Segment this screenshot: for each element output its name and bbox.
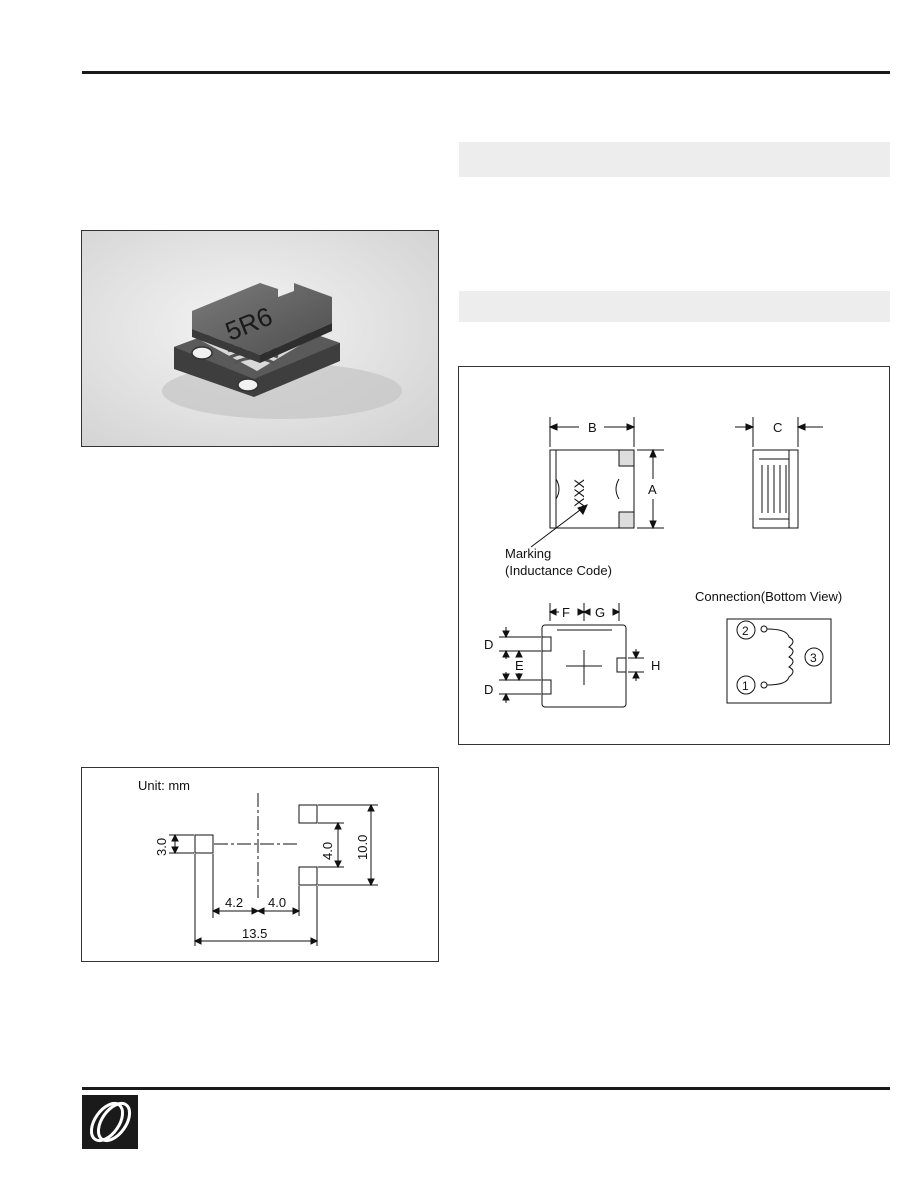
dim-left-offset-label: 4.2 [225,895,243,910]
dim-c-label: C [773,420,782,435]
logo-rings-icon [89,1101,132,1143]
marking-label-line1: Marking [505,546,551,561]
land-pattern-diagram: Unit: mm 3.0 4.0 10.0 4.2 4.0 13.5 [81,767,439,962]
pin-3-label: 3 [810,651,817,665]
pin-3-circle [804,647,824,667]
dim-e-label: E [515,658,524,673]
inductor-photo-svg: 5R6 [82,231,438,446]
connection-title: Connection(Bottom View) [695,589,842,604]
footer-rule [82,1087,890,1090]
pin-2-label: 2 [742,624,749,638]
body-marking: XXX [571,478,587,507]
header-rule [82,71,890,74]
dim-b-label: B [588,420,597,435]
dim-right-offset-label: 4.0 [268,895,286,910]
land-pattern-svg: Unit: mm 3.0 4.0 10.0 4.2 4.0 13.5 [138,778,378,946]
dimensions-diagram: B A C XXX Marking (Inductance Code) F G … [458,366,890,745]
pad-left [194,834,214,854]
section-bar-dimensions [459,291,890,322]
dim-pad-label: 3.0 [154,838,169,856]
unit-label: Unit: mm [138,778,190,793]
section-bar-top [459,142,890,177]
pin-1-circle [736,675,756,695]
pad-bottom-right [298,866,318,886]
pin-2-circle [736,620,756,640]
side-view-body [752,449,799,529]
pin-1-label: 1 [742,679,749,693]
dim-overall-height-label: 10.0 [355,835,370,860]
dim-a-label: A [648,482,657,497]
dim-d-top-label: D [484,637,493,652]
dimensions-svg: B A C XXX Marking (Inductance Code) F G … [484,417,842,708]
product-photo: 5R6 [81,230,439,447]
pad-top-right [298,804,318,824]
dim-g-label: G [595,605,605,620]
dim-h-label: H [651,658,660,673]
top-view-body [549,449,635,529]
connection-box [726,618,832,704]
dim-f-label: F [562,605,570,620]
dim-overall-width-label: 13.5 [242,926,267,941]
dim-pad-spacing-label: 4.0 [320,842,335,860]
company-logo [82,1095,138,1149]
marking-label-line2: (Inductance Code) [505,563,612,578]
dim-d-bottom-label: D [484,682,493,697]
coil-symbol [766,628,794,686]
